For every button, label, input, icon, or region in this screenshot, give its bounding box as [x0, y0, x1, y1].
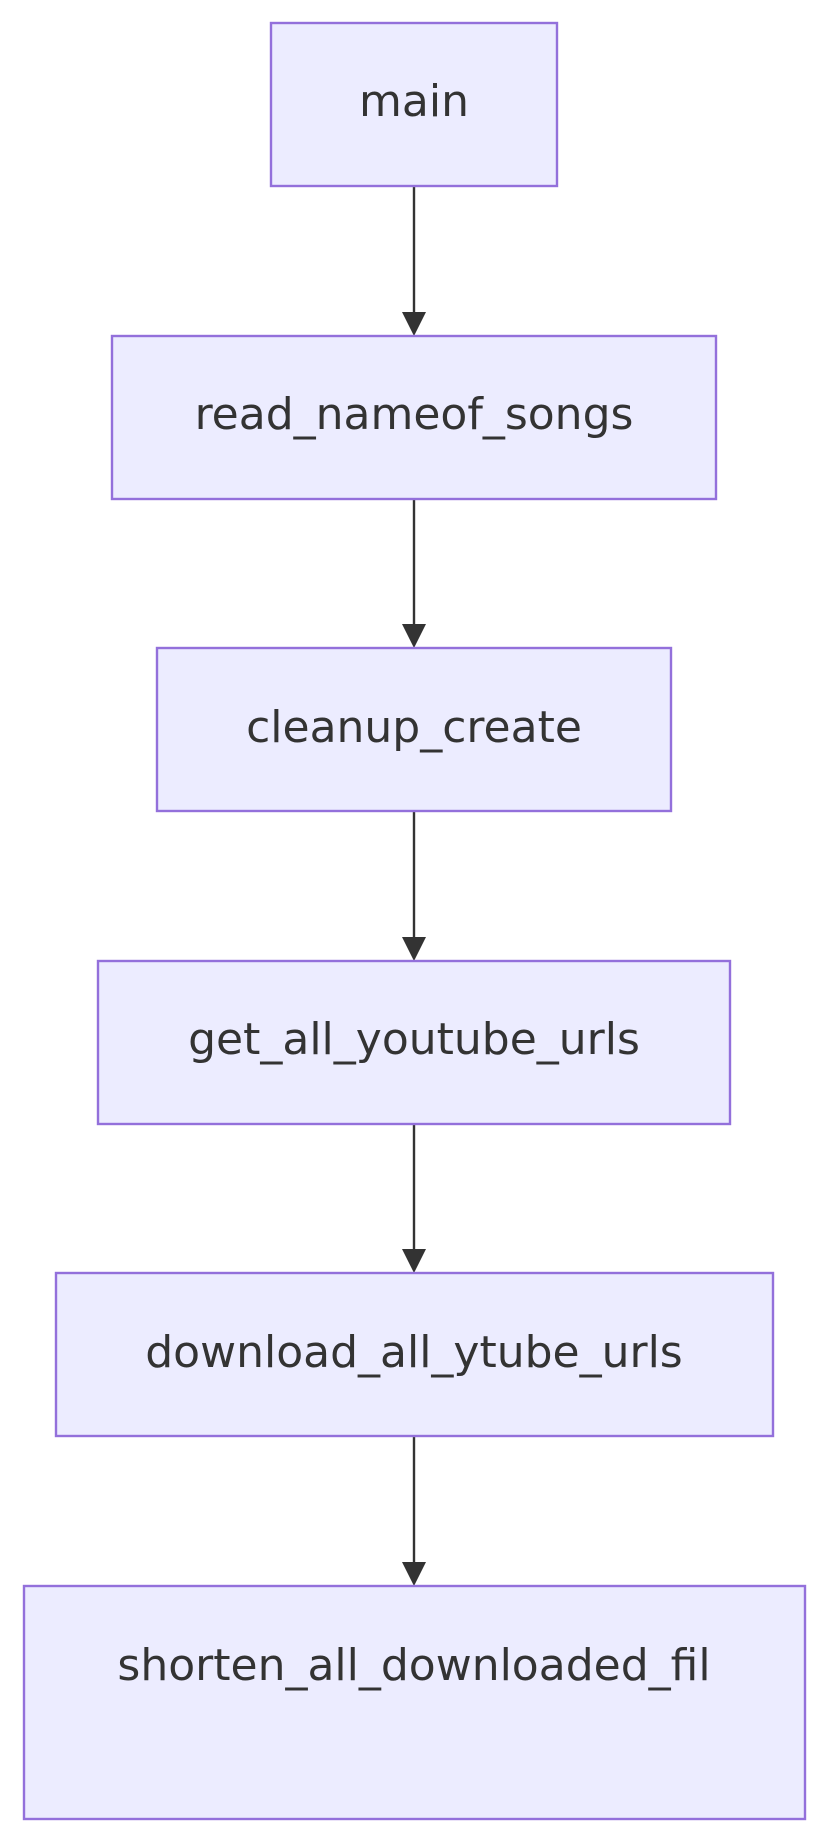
edge-main-to-read-nameof-songs	[402, 186, 426, 336]
node-read-nameof-songs: read_nameof_songs	[110, 334, 718, 501]
nodes-layer: main read_nameof_songs cleanup_create get_a…	[22, 21, 807, 1821]
node-label: read_nameof_songs	[195, 389, 634, 440]
edge-cleanup-create-to-get-all-youtube-urls	[402, 811, 426, 961]
arrowhead-icon	[402, 624, 426, 648]
edges-layer	[402, 186, 426, 1586]
node-label: main	[359, 76, 469, 127]
arrowhead-icon	[402, 312, 426, 336]
node-main: main	[269, 21, 559, 188]
edge-get-all-youtube-urls-to-download-all-ytube-urls	[402, 1124, 426, 1273]
node-box	[54, 1271, 775, 1438]
node-label: get_all_youtube_urls	[188, 1014, 640, 1065]
edge-download-all-ytube-urls-to-shorten-all-downloaded-files	[402, 1436, 426, 1586]
node-box	[96, 959, 732, 1126]
node-shorten-all-downloaded-files: shorten_all_downloaded_fil	[22, 1584, 807, 1821]
node-box	[269, 21, 559, 188]
edge-read-nameof-songs-to-cleanup-create	[402, 499, 426, 648]
arrowhead-icon	[402, 937, 426, 961]
node-box	[22, 1584, 807, 1821]
node-label: cleanup_create	[246, 702, 582, 753]
arrowhead-icon	[402, 1249, 426, 1273]
node-box	[155, 646, 673, 813]
arrowhead-icon	[402, 1562, 426, 1586]
node-cleanup-create: cleanup_create	[155, 646, 673, 813]
node-label: shorten_all_downloaded_fil	[117, 1640, 710, 1691]
node-label: download_all_ytube_urls	[145, 1327, 682, 1378]
node-download-all-ytube-urls: download_all_ytube_urls	[54, 1271, 775, 1438]
node-box	[110, 334, 718, 501]
node-get-all-youtube-urls: get_all_youtube_urls	[96, 959, 732, 1126]
